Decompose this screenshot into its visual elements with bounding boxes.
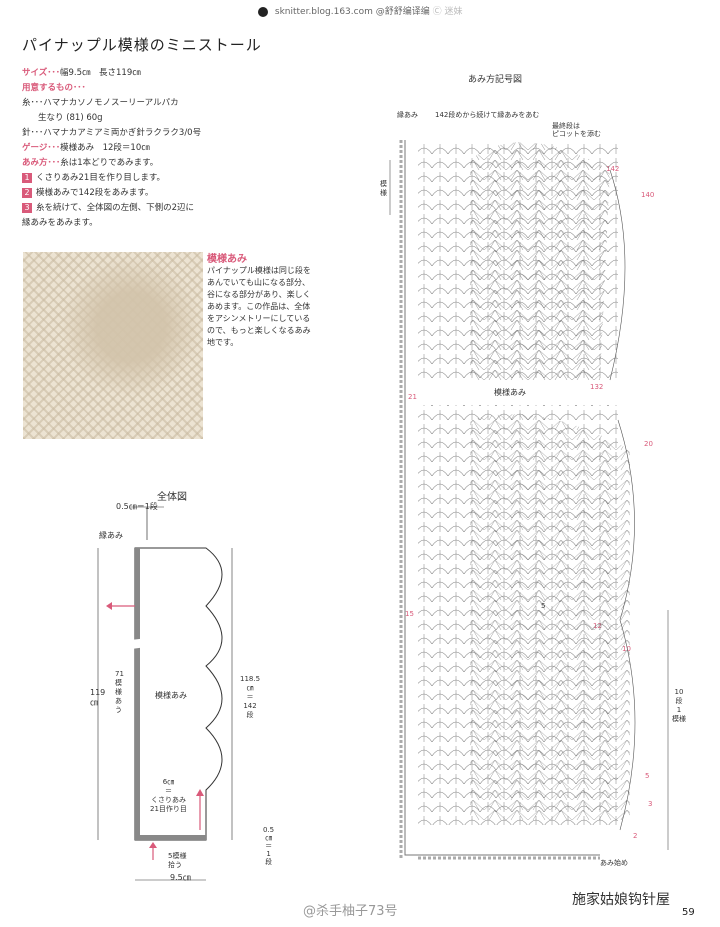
lace-photo [23,252,203,439]
overview-edge-label: 縁あみ [99,531,123,540]
gauge-line: ゲージ･･･模様あみ 12段＝10㎝ [22,143,150,153]
yarn-color-line: 生なり (81) 60g [38,113,103,123]
row-15: 15 [405,610,414,618]
method-line: あみ方･･･糸は1本どりであみます。 [22,158,159,168]
row-2: 2 [633,832,638,840]
yarn-line: 糸･･･ハマナカソノモノスーリーアルパカ [22,98,179,108]
handle-text: @舒舒编译编 [375,7,430,17]
materials-label: 用意するもの･･･ [22,83,86,93]
chart-note-2: 最終段はピコットを添む [552,122,601,138]
size-label: サイズ･･･ [22,68,60,78]
source-text: sknitter.blog.163.com [274,7,373,17]
page-title: パイナップル模様のミニストール [22,36,262,54]
needle-line: 針･･･ハマナカアミアミ両かぎ針ラクラク3/0号 [22,128,202,138]
wechat-watermark: 施家姑娘钩针屋 [572,892,670,908]
weibo-watermark: @杀手柚子73号 [303,904,398,919]
size-line: サイズ･･･幅9.5㎝ 長さ119㎝ [22,66,141,81]
row-5: 5 [645,772,650,780]
chart-start-label: あみ始め [600,859,628,867]
chart-note-1: 142段めから続けて縁あみをあむ [435,111,540,119]
overview-width: 9.5㎝ [170,873,191,882]
blog-logo-icon [258,6,268,17]
row-140: 140 [641,191,655,199]
row-3: 3 [648,800,653,808]
row-20: 20 [644,440,653,448]
page-number: 59 [682,907,695,918]
pattern-note-text: パイナップル模様は同じ段をあんでいても山になる部分、谷になる部分があり、楽しくあ… [207,266,311,347]
overview-bottom-note: 5模様拾う [168,852,187,869]
overview-gauge-top: 0.5㎝＝1段 [116,502,158,511]
overview-title: 全体図 [157,492,187,503]
row-21: 21 [408,393,417,401]
chart-left-label: 模様 [380,180,387,197]
chart-mid-label: 模様あみ [494,388,526,397]
step-3-continued: 縁あみをあみます。 [22,218,98,228]
size-value: 幅9.5㎝ 長さ119㎝ [60,68,141,78]
pattern-note-title: 模様あみ [207,254,247,265]
overview-body-label: 模様あみ [155,691,187,700]
row-132: 132 [590,383,604,391]
extra-text: Ⓒ 迷妹 [432,7,463,17]
page-header: sknitter.blog.163.com @舒舒编译编 Ⓒ 迷妹 [258,4,463,17]
chart-title: あみ方記号図 [468,75,523,85]
chart-edge-label: 縁あみ [397,111,418,119]
